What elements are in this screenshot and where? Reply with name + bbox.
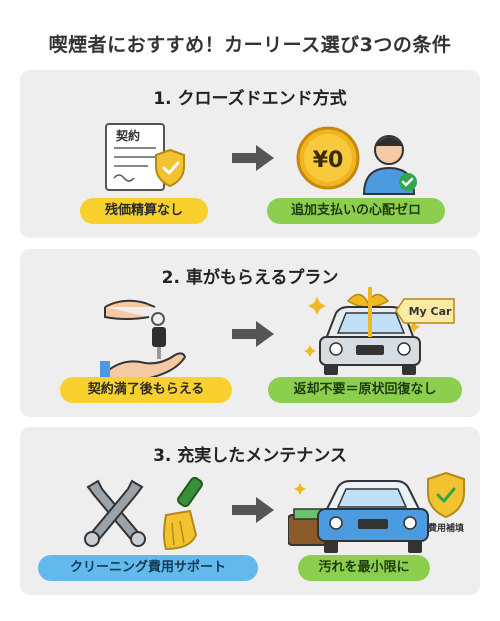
- arrow-right-icon: [232, 145, 274, 171]
- page-title: 喫煙者におすすめ！カーリース選び3つの条件: [48, 34, 452, 56]
- gift-car-icon: My Car: [304, 287, 455, 375]
- zero-yen-coin-icon: ¥0: [296, 126, 417, 195]
- my-car-tag-label: My Car: [409, 305, 452, 318]
- badge-no-residual-settlement: 残価精算なし: [80, 198, 208, 224]
- section-heading: 3. 充実したメンテナンス: [153, 446, 347, 466]
- coin-label: ¥0: [313, 148, 344, 173]
- contract-document-icon: 契約: [105, 123, 185, 191]
- section-heading: 2. 車がもらえるプラン: [161, 268, 339, 288]
- arrow-right-icon: [232, 321, 274, 347]
- badge-minimize-dirt: 汚れを最小限に: [298, 555, 430, 581]
- section-heading: 1. クローズドエンド方式: [153, 89, 347, 109]
- badge-receive-after-contract: 契約満了後もらえる: [60, 377, 232, 403]
- badge-cleaning-support: クリーニング費用サポート: [38, 555, 258, 581]
- contract-label: 契約: [115, 128, 140, 143]
- tools-brush-icon: [84, 477, 203, 551]
- section-maintenance: 3. 充実したメンテナンス 費用補填 クリーニング費用サポート: [20, 427, 480, 595]
- arrow-right-icon: [232, 497, 274, 523]
- badge-no-extra-payment: 追加支払いの心配ゼロ: [267, 198, 445, 224]
- maintenance-car-icon: 費用補填: [288, 471, 465, 553]
- shield-label: 費用補填: [428, 522, 464, 534]
- section-closed-end: 1. クローズドエンド方式 契約 ¥0 残価精算なし 追加支払いの心配ゼロ: [20, 70, 480, 238]
- hand-key-icon: [100, 299, 187, 379]
- my-car-tag: My Car: [395, 298, 455, 324]
- badge-no-return-restoration: 返却不要＝原状回復なし: [268, 377, 462, 403]
- section-car-ownership: 2. 車がもらえるプラン My Car 契約満了後もらえる 返却不要＝: [20, 249, 480, 417]
